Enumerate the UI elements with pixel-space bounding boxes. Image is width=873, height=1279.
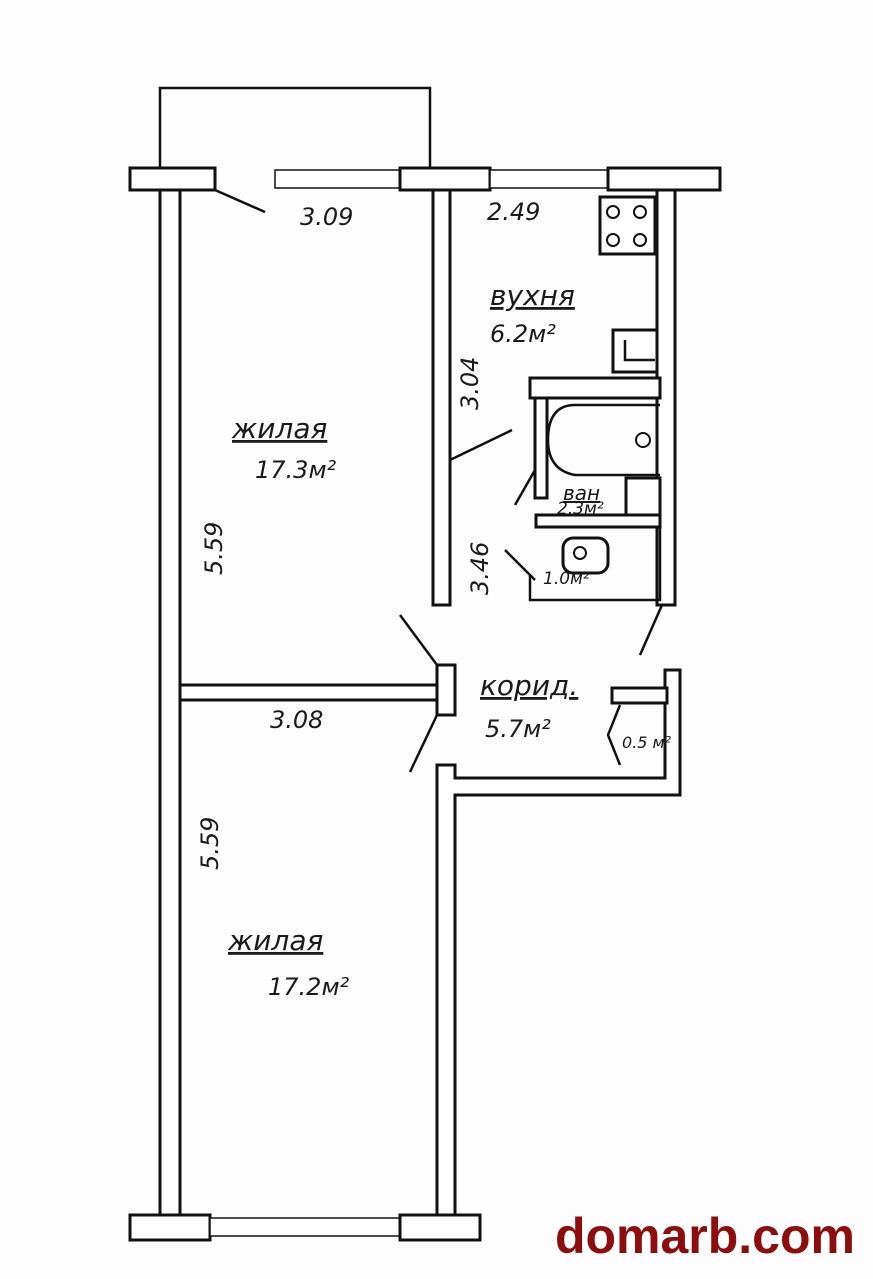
bathroom-wall-top xyxy=(528,376,662,400)
window-top-2 xyxy=(489,169,609,189)
kitchen-sink xyxy=(611,328,659,374)
stove xyxy=(598,195,657,256)
dim-living2-width: 3.08 xyxy=(270,706,323,734)
wall-bottom-left xyxy=(128,1213,212,1242)
wc-wall xyxy=(534,513,662,529)
balcony-door-swing xyxy=(214,188,266,214)
room-name-corridor: корид. xyxy=(480,669,578,702)
wall-partition xyxy=(178,683,440,702)
wall-kitchen-left xyxy=(431,188,452,607)
dim-top-left: 3.09 xyxy=(300,203,353,231)
room-name-living2: жилая xyxy=(227,924,323,957)
room-area-wc: 1.0м² xyxy=(543,569,590,589)
dim-kitchen-length: 3.04 xyxy=(456,357,484,410)
balcony xyxy=(158,86,432,168)
room-area-bath: 2.3м² xyxy=(557,499,604,519)
wall-top-left xyxy=(128,166,217,192)
room-area-kitchen: 6.2м² xyxy=(490,320,556,348)
room-area-corridor: 5.7м² xyxy=(485,715,551,743)
bathroom-wall-left xyxy=(533,396,549,500)
room-area-living2: 17.2м² xyxy=(268,973,350,1001)
closet-wall xyxy=(610,686,669,705)
wall-top-mid xyxy=(398,166,492,192)
dim-kitchen-width: 2.49 xyxy=(487,198,540,226)
stove-burners xyxy=(606,205,647,247)
bathtub xyxy=(546,403,660,477)
bathtub-drain xyxy=(635,432,651,448)
window-top-1 xyxy=(274,169,401,189)
dim-living2-length: 5.59 xyxy=(196,817,224,870)
watermark: domarb.com xyxy=(554,1208,855,1264)
wall-left xyxy=(158,188,182,1217)
bath-door-swing xyxy=(504,469,537,581)
room-area-living1: 17.3м² xyxy=(255,456,337,484)
closet-door xyxy=(606,704,622,766)
room-area-closet: 0.5 м² xyxy=(622,733,672,752)
room-name-kitchen: вухня xyxy=(490,279,575,312)
toilet-bowl xyxy=(573,546,587,560)
door-swing xyxy=(398,428,664,773)
room-name-bath: ван xyxy=(563,481,600,505)
wc-room xyxy=(528,527,662,602)
dim-hall-length: 3.46 xyxy=(466,542,494,595)
column xyxy=(435,663,457,717)
wall-top-right xyxy=(606,166,722,192)
wall-bottom-right xyxy=(398,1213,482,1242)
dim-living1-length: 5.59 xyxy=(200,522,228,575)
sink-tap xyxy=(623,340,655,362)
room-name-living1: жилая xyxy=(231,412,327,445)
window-bottom xyxy=(209,1217,401,1237)
